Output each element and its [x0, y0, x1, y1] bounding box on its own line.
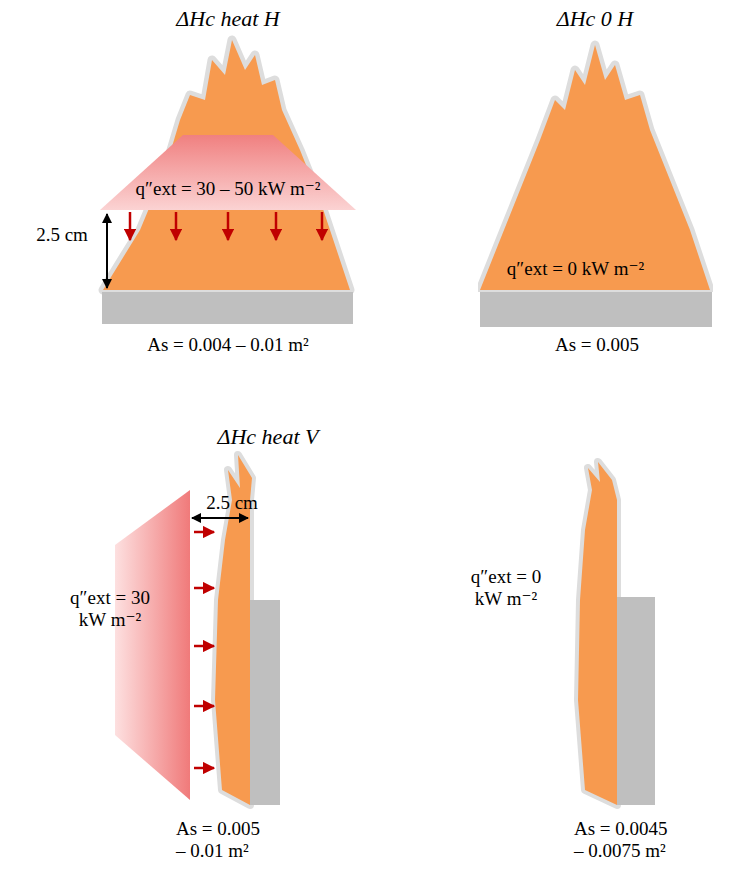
- sample-plate: [250, 600, 280, 805]
- panel-title: ΔHc heat V: [168, 424, 368, 449]
- dimension-label: 2.5 cm: [22, 224, 102, 246]
- sample-plate: [617, 597, 655, 805]
- area-label: As = 0.005: [522, 334, 672, 356]
- panel-title: ΔHc heat H: [128, 6, 328, 31]
- flame: [578, 462, 617, 805]
- area-label: As = 0.004 – 0.01 m²: [103, 334, 353, 356]
- shape-outline: [40, 485, 200, 805]
- flux-label: q″ext = 30 – 50 kW m⁻²: [136, 178, 321, 200]
- dimension-arrow: [106, 214, 108, 288]
- shape-outline: [478, 40, 713, 292]
- area-label: As = 0.0045 – 0.0075 m²: [574, 818, 678, 862]
- flux-label: q″ext = 30 kW m⁻²: [66, 587, 154, 631]
- sample-block: [102, 292, 353, 324]
- flux-label: q″ext = 0 kW m⁻²: [507, 258, 644, 280]
- heater-panel: q″ext = 30 – 50 kW m⁻²: [100, 135, 356, 210]
- heat-flux-arrows: [130, 212, 322, 240]
- flame-shape: q″ext = 0 kW m⁻²: [478, 40, 713, 292]
- panel-title: ΔHc 0 H: [495, 6, 695, 31]
- sample-block: [480, 291, 712, 327]
- heat-flux-arrows: [194, 532, 214, 768]
- dimension-label: 2.5 cm: [192, 492, 272, 514]
- area-label: As = 0.005 – 0.01 m²: [176, 818, 272, 862]
- dimension-arrow: [192, 517, 248, 519]
- flux-label: q″ext = 0 kW m⁻²: [462, 566, 550, 610]
- heater-panel: q″ext = 30 kW m⁻²: [40, 485, 200, 805]
